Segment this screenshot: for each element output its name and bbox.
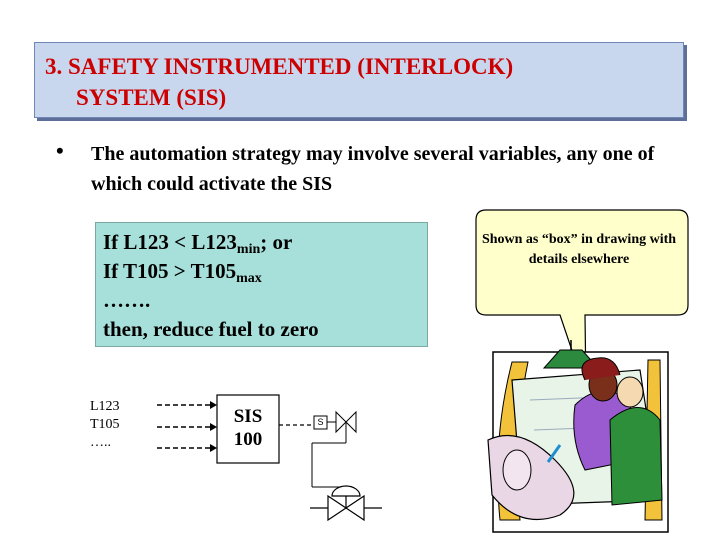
condition-box: If L123 < L123min; or If T105 > T105max … <box>95 222 428 347</box>
sis-box-label: SIS 100 <box>217 405 279 451</box>
slide-title-line1: 3. SAFETY INSTRUMENTED (INTERLOCK) <box>45 54 514 79</box>
slide-title-box: 3. SAFETY INSTRUMENTED (INTERLOCK) SYSTE… <box>34 42 684 118</box>
input-label-l123: L123 <box>90 399 120 414</box>
engineer-clipart <box>487 340 669 533</box>
condition-line-2: If T105 > T105max <box>103 259 262 286</box>
condition-line-4: then, reduce fuel to zero <box>103 317 319 341</box>
bullet-marker: • <box>56 138 64 163</box>
bullet-text: The automation strategy may involve seve… <box>91 143 655 195</box>
valve-actuator <box>331 485 361 497</box>
solenoid-label: S <box>317 417 324 427</box>
sis-label: SIS <box>233 406 263 427</box>
sis-number: 100 <box>233 429 263 450</box>
slide-title-line2: SYSTEM (SIS) <box>76 85 227 110</box>
input-label-more: ….. <box>90 435 111 450</box>
condition-line-3: ……. <box>103 288 151 312</box>
sis-box <box>216 394 280 464</box>
input-list: L123 T105 ….. <box>90 398 120 452</box>
valve-body <box>327 494 348 522</box>
condition-line-1: If L123 < L123min; or <box>103 230 293 257</box>
callout-text: Shown as “box” in drawing with details e… <box>481 232 677 267</box>
input-label-t105: T105 <box>90 417 120 432</box>
